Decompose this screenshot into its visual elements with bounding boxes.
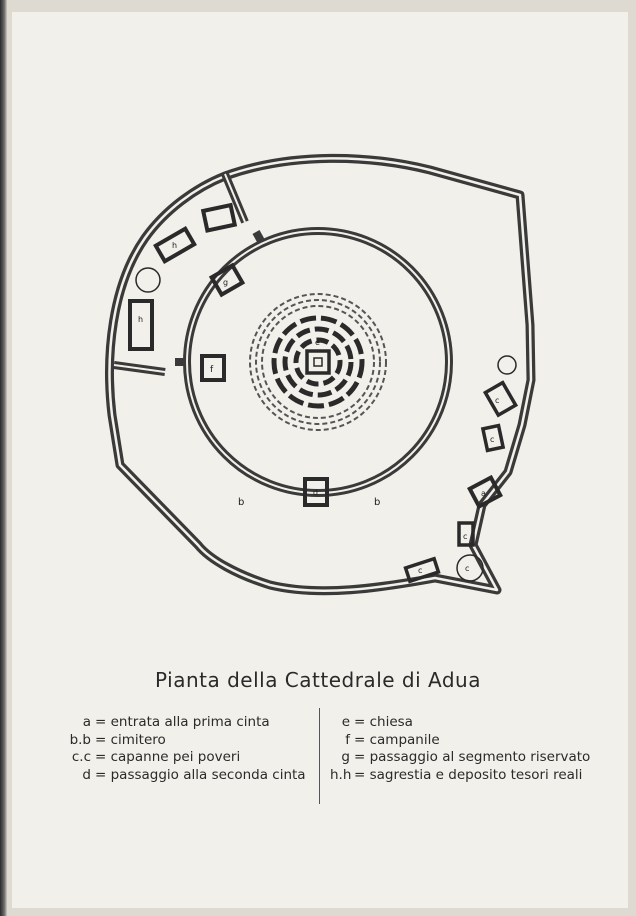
legend-item: a = entrata alla prima cinta — [55, 714, 315, 732]
label-c3: c — [463, 532, 467, 541]
legend-sep: = — [95, 714, 107, 730]
gate-g — [208, 262, 246, 298]
label-d: d — [313, 488, 318, 497]
legend-key: b.b — [69, 731, 91, 748]
legend-item: c.c = capanne pei poveri — [55, 749, 315, 767]
label-e: e — [315, 338, 320, 347]
legend-key: c.c — [71, 749, 91, 765]
legend-sep: = — [354, 731, 366, 748]
building-h-upper — [153, 225, 197, 265]
legend-sep: = — [354, 749, 366, 765]
legend-key: a — [82, 714, 91, 730]
legend-text: cimitero — [110, 731, 166, 748]
legend-key: g — [341, 749, 350, 765]
label-b2: b — [374, 497, 380, 508]
label-c4: c — [418, 566, 422, 575]
label-f: f — [210, 365, 214, 375]
legend-left: a = entrata alla prima cinta b.b = cimit… — [55, 714, 315, 784]
hut-c-3 — [457, 521, 475, 547]
legend-text: campanile — [369, 731, 440, 748]
inner-stub-top — [252, 230, 265, 243]
label-a: a — [481, 489, 486, 498]
legend-sep: = — [95, 731, 107, 748]
legend-item: f = campanile — [330, 732, 620, 750]
legend-key: h.h — [330, 766, 352, 783]
label-c5: c — [465, 564, 469, 573]
legend-sep: = — [95, 766, 107, 783]
building-h-lower — [128, 299, 154, 351]
legend-item: d = passaggio alla seconda cinta — [55, 767, 315, 785]
legend-right: e = chiesa f = campanile g = passaggio a… — [330, 714, 620, 784]
building-h-upper-2 — [200, 202, 238, 233]
legend-item: h.h = sagrestia e deposito tesori reali — [330, 767, 620, 785]
legend-text: chiesa — [369, 714, 413, 730]
legend-sep: = — [354, 766, 366, 783]
round-hut-right — [497, 355, 517, 375]
label-b1: b — [238, 497, 244, 508]
legend-text: passaggio alla seconda cinta — [110, 766, 306, 783]
bell-tower-f — [200, 354, 226, 382]
legend-sep: = — [95, 749, 107, 765]
legend-text: passaggio al segmento riservato — [369, 749, 591, 765]
legend-text: capanne pei poveri — [110, 749, 241, 765]
legend-key: e — [341, 714, 350, 730]
hut-c-2 — [480, 423, 506, 453]
hut-c-1 — [482, 380, 519, 418]
book-spine — [0, 0, 7, 916]
legend-key: f — [345, 731, 350, 748]
label-h2: h — [138, 315, 143, 324]
legend-item: b.b = cimitero — [55, 732, 315, 750]
label-c1: c — [495, 396, 499, 405]
legend-item: e = chiesa — [330, 714, 620, 732]
legend-text: entrata alla prima cinta — [110, 714, 270, 730]
legend-item: g = passaggio al segmento riservato — [330, 749, 620, 767]
hut-c-4 — [403, 556, 441, 584]
label-h1: h — [172, 241, 177, 250]
legend-key: d — [82, 766, 91, 783]
label-g: g — [223, 278, 228, 287]
gate-d — [303, 477, 329, 507]
legend-sep: = — [354, 714, 366, 730]
label-c2: c — [490, 435, 494, 444]
legend-text: sagrestia e deposito tesori reali — [369, 766, 583, 783]
plan-title: Pianta della Cattedrale di Adua — [155, 668, 481, 692]
round-hut-left — [135, 267, 161, 293]
gate-a — [467, 474, 503, 510]
round-hut-bottom — [456, 554, 484, 582]
church-plan — [249, 293, 387, 431]
legend-divider — [319, 708, 320, 804]
